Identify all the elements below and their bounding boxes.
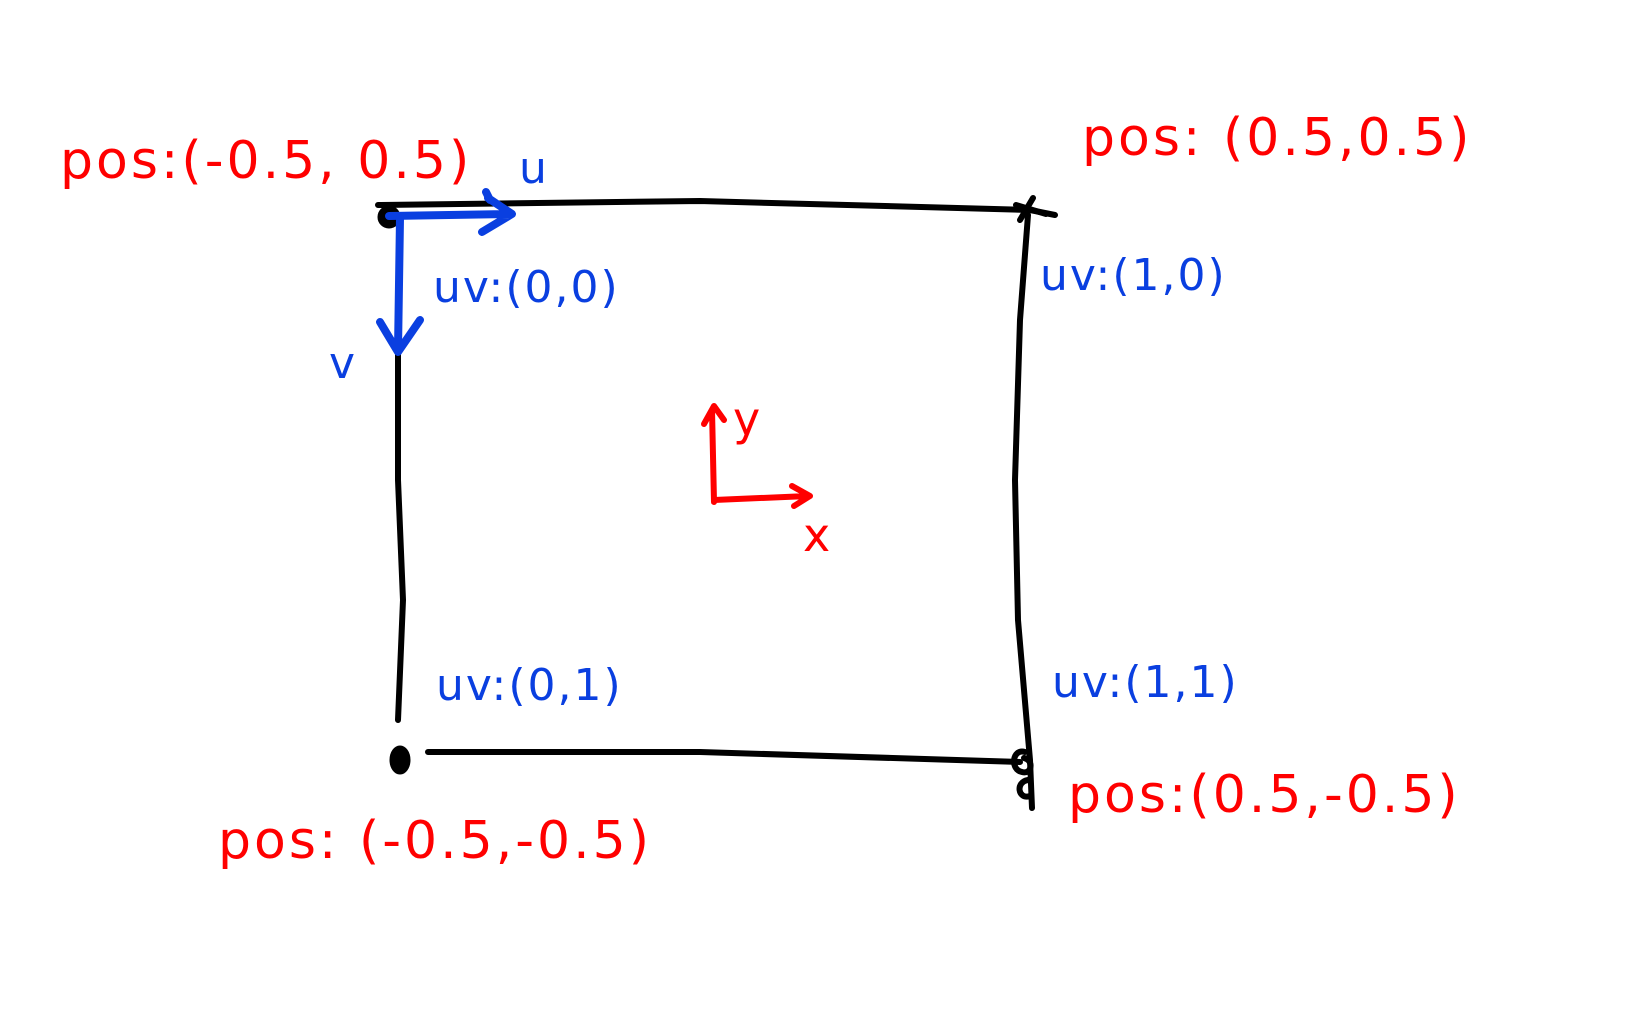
y-axis-arrow [701,403,727,505]
pos-label-top-right: pos: (0.5,0.5) [1082,108,1472,168]
u-axis-label: u [519,143,549,194]
uv-label-top-left: uv:(0,0) [433,262,620,313]
quad-edge-bottom [425,749,1023,765]
vertex-dots [377,195,1049,800]
vertex-mark-bottom-right [1011,748,1034,800]
vertex-dot-bottom-left [389,745,411,775]
pos-label-bottom-right: pos:(0.5,-0.5) [1068,765,1461,825]
uv-label-bottom-left: uv:(0,1) [436,660,623,711]
x-axis-label: x [803,508,830,562]
quad-edge-left [395,347,406,723]
v-axis-label: v [329,338,357,389]
uv-axes [376,188,516,356]
x-axis-arrow [711,483,813,509]
u-axis-arrow [385,188,516,236]
xy-axes [701,403,813,509]
y-axis-label: y [733,392,760,446]
uv-label-bottom-right: uv:(1,1) [1052,657,1239,708]
vertex-mark-top-right [1013,195,1049,223]
uv-label-top-right: uv:(1,0) [1040,250,1227,301]
v-axis-arrow [376,214,424,356]
quad-edge-right [1012,212,1035,811]
pos-label-top-left: pos:(-0.5, 0.5) [60,131,472,191]
pos-label-bottom-left: pos: (-0.5,-0.5) [218,811,652,871]
